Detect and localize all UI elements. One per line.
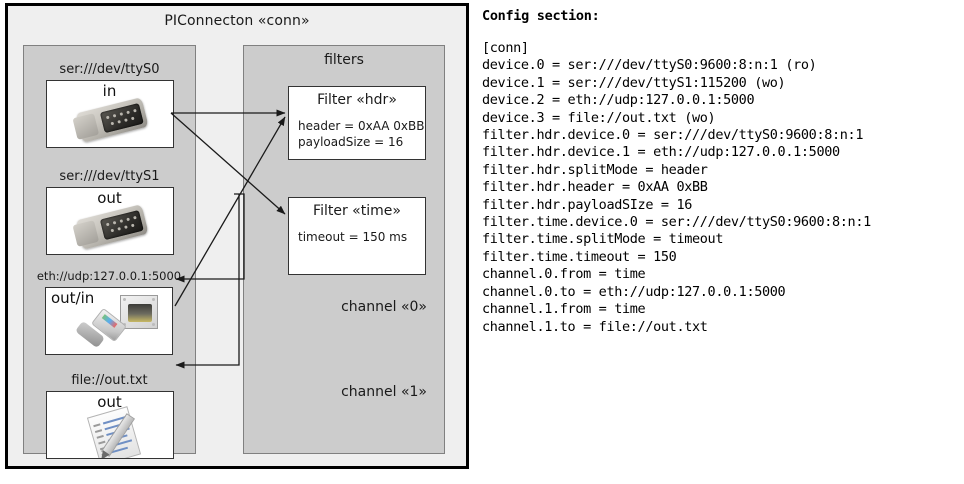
diagram-frame: PIConnecton «conn» ser:///dev/ttyS0 in — [5, 3, 469, 469]
filter-prop: timeout = 150 ms — [298, 230, 408, 244]
config-line: filter.hdr.device.0 = ser:///dev/ttyS0:9… — [482, 127, 864, 144]
device-label-file: file://out.txt — [71, 373, 148, 388]
filter-prop: header = 0xAA 0xBB — [298, 119, 425, 133]
config-line: filter.hdr.splitMode = header — [482, 161, 708, 178]
config-line: device.0 = ser:///dev/ttyS0:9600:8:n:1 (… — [482, 57, 817, 74]
config-line: channel.0.to = eth://udp:127.0.0.1:5000 — [482, 283, 786, 300]
device-group-file[interactable]: file://out.txt out — [37, 372, 182, 459]
filter-prop: payloadSize = 16 — [298, 135, 404, 149]
device-box-ttys1[interactable]: out — [45, 187, 174, 255]
device-label-eth: eth://udp:127.0.0.1:5000 — [36, 269, 182, 283]
channel-label-0: channel «0» — [341, 299, 427, 315]
config-line: channel.0.from = time — [482, 266, 646, 283]
serial-port-db9-icon — [47, 188, 173, 254]
filters-panel: filters Filter «hdr» header = 0xAA 0xBB … — [243, 45, 445, 454]
device-label-ttys0: ser:///dev/ttyS0 — [59, 62, 160, 77]
config-heading: Config section: — [482, 8, 600, 24]
device-box-eth[interactable]: out/in — [45, 287, 173, 355]
filter-props-hdr: header = 0xAA 0xBB payloadSize = 16 — [298, 118, 424, 150]
device-box-ttys0[interactable]: in — [45, 80, 174, 148]
device-group-ttys1[interactable]: ser:///dev/ttyS1 out — [37, 168, 182, 255]
filter-props-time: timeout = 150 ms — [298, 229, 407, 245]
config-line: channel.1.to = file://out.txt — [482, 318, 708, 335]
diagram-title: PIConnecton «conn» — [164, 13, 310, 29]
config-line: device.1 = ser:///dev/ttyS1:115200 (wo) — [482, 74, 786, 91]
devices-panel: ser:///dev/ttyS0 in — [21, 45, 197, 459]
config-line: device.3 = file://out.txt (wo) — [482, 109, 716, 126]
device-group-ttys0[interactable]: ser:///dev/ttyS0 in — [37, 61, 182, 148]
serial-port-db9-icon — [47, 81, 173, 147]
filter-title-hdr: Filter «hdr» — [317, 92, 397, 108]
filter-box-time[interactable]: Filter «time» timeout = 150 ms — [288, 197, 426, 275]
config-line: filter.time.timeout = 150 — [482, 248, 677, 265]
config-line: filter.time.splitMode = timeout — [482, 231, 724, 248]
config-body: [conn]device.0 = ser:///dev/ttyS0:9600:8… — [482, 40, 952, 336]
config-line: filter.hdr.device.1 = eth://udp:127.0.0.… — [482, 144, 840, 161]
device-label-ttys1: ser:///dev/ttyS1 — [59, 169, 160, 184]
device-box-file[interactable]: out — [45, 391, 174, 459]
config-section: Config section: [conn]device.0 = ser:///… — [482, 8, 952, 336]
config-line: device.2 = eth://udp:127.0.0.1:5000 — [482, 92, 755, 109]
config-line: filter.hdr.payloadSIze = 16 — [482, 196, 692, 213]
filter-box-hdr[interactable]: Filter «hdr» header = 0xAA 0xBB payloadS… — [288, 86, 426, 160]
channel-label-1: channel «1» — [341, 384, 427, 400]
config-line: [conn] — [482, 40, 529, 56]
filters-panel-title: filters — [324, 52, 364, 68]
config-line: channel.1.from = time — [482, 301, 646, 318]
ethernet-rj45-icon — [46, 288, 172, 354]
filter-title-time: Filter «time» — [313, 203, 401, 219]
config-line: filter.hdr.header = 0xAA 0xBB — [482, 179, 708, 196]
text-document-icon — [47, 392, 173, 458]
device-group-eth[interactable]: eth://udp:127.0.0.1:5000 out/in — [21, 268, 197, 355]
config-line: filter.time.device.0 = ser:///dev/ttyS0:… — [482, 214, 871, 231]
